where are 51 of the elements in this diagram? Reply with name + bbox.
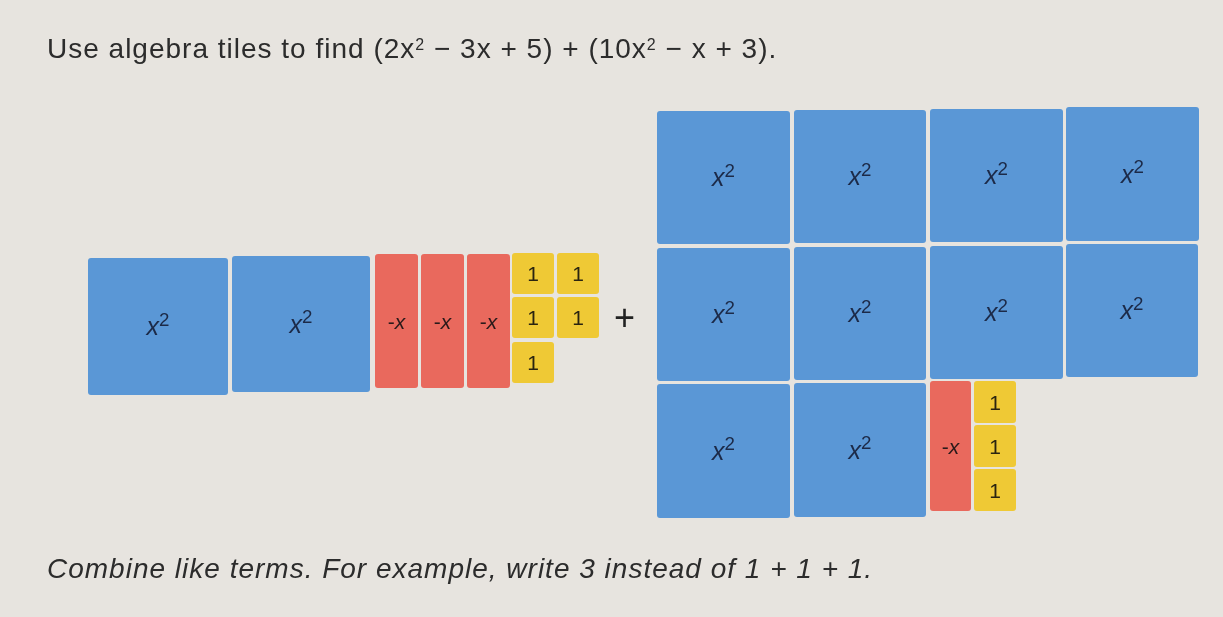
unit-tile	[974, 381, 1016, 423]
tile-label: x$^{2}$	[985, 300, 1008, 325]
tile-label: 1	[527, 352, 539, 373]
unit-tile	[557, 297, 599, 338]
unit-tile	[512, 297, 554, 338]
tile-label: -x	[433, 310, 452, 332]
x-tile	[375, 254, 418, 388]
tile-label: x$^{2}$	[848, 164, 872, 189]
tile-label: x$^{2}$	[712, 165, 735, 190]
question-text: Use algebra tiles to find (2x$^{2}$ − 3x + 5) + (10x$^{2}$ − x + 3).	[47, 32, 778, 66]
tile-label: x$^{2}$	[712, 438, 735, 464]
x-squared-tile	[657, 111, 790, 244]
tile-label: 1	[527, 307, 539, 328]
x-squared-tile	[1066, 244, 1198, 377]
tile-label: x$^{2}$	[985, 163, 1008, 188]
x-squared-tile	[232, 256, 370, 392]
unit-tile	[512, 342, 554, 383]
unit-tile	[974, 469, 1016, 511]
tile-label: 1	[989, 479, 1001, 501]
tile-label: x$^{2}$	[848, 437, 872, 463]
tile-label: 1	[572, 263, 584, 284]
tile-label: x$^{2}$	[712, 302, 735, 327]
unit-tile	[974, 425, 1016, 467]
x-squared-tile	[657, 384, 790, 518]
tile-label: x$^{2}$	[848, 301, 872, 326]
x-squared-tile	[1066, 107, 1199, 241]
tile-label: 1	[572, 307, 584, 328]
tile-label: x$^{2}$	[146, 314, 170, 339]
x-squared-tile	[88, 258, 228, 395]
tile-label: -x	[387, 310, 406, 332]
tile-label: x$^{2}$	[1121, 161, 1144, 187]
x-tile	[930, 381, 971, 511]
tile-label: 1	[989, 391, 1001, 413]
tile-label: -x	[479, 310, 498, 332]
x-squared-tile	[794, 383, 926, 517]
x-squared-tile	[657, 248, 790, 381]
x-squared-tile	[930, 246, 1063, 379]
plus-sign: +	[614, 300, 636, 336]
tile-label: -x	[941, 435, 960, 457]
instruction-text: Combine like terms. For example, write 3 instead of 1 + 1 + 1.	[47, 552, 874, 586]
x-tile	[421, 254, 464, 388]
x-squared-tile	[794, 110, 926, 243]
x-tile	[467, 254, 510, 388]
x-squared-tile	[794, 247, 926, 380]
unit-tile	[512, 253, 554, 294]
tile-label: x$^{2}$	[289, 311, 313, 337]
tile-label: x$^{2}$	[1120, 298, 1144, 323]
tile-label: 1	[989, 435, 1001, 457]
x-squared-tile	[930, 109, 1063, 242]
unit-tile	[557, 253, 599, 294]
tile-label: 1	[527, 263, 539, 284]
